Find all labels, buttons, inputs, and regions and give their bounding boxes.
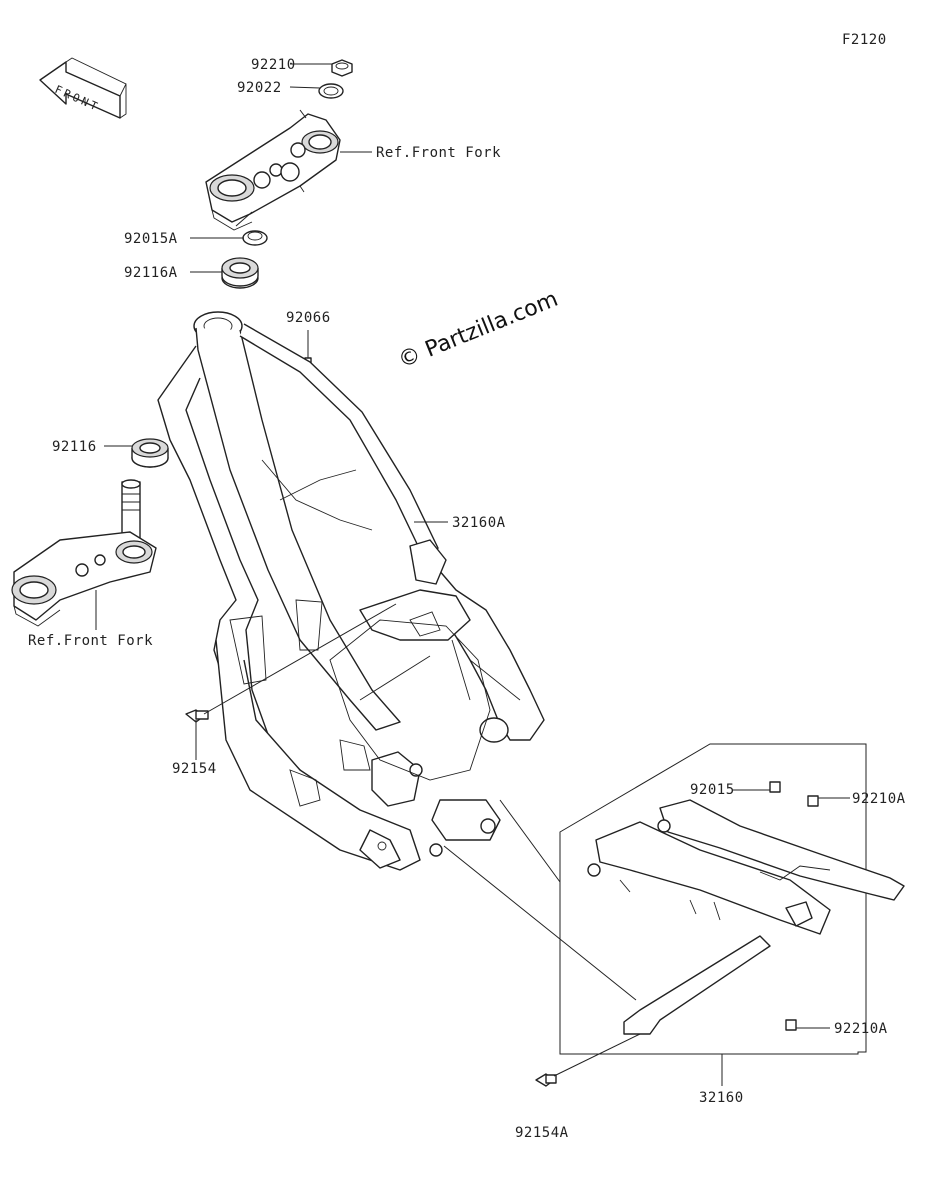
- lower-fork-bracket-part: [11, 479, 157, 627]
- label-92015A: 92015A: [124, 231, 178, 247]
- front-arrow-icon: FRONT: [39, 57, 127, 119]
- bolt-92210A-bottom-part: [785, 1019, 797, 1031]
- label-92210: 92210: [251, 57, 296, 73]
- label-ref-front-fork-top: Ref.Front Fork: [376, 145, 501, 161]
- upper-fork-bracket-part: [205, 113, 341, 231]
- washer-92022-part: [318, 83, 344, 99]
- bearing-92116-part: [131, 438, 169, 468]
- bearing-92116A-part: [221, 257, 259, 289]
- label-92210A-top: 92210A: [852, 791, 906, 807]
- label-92116: 92116: [52, 439, 97, 455]
- diagram-id-label: F2120: [842, 32, 887, 48]
- label-92022: 92022: [237, 80, 282, 96]
- bolt-92154-part: [185, 709, 209, 723]
- label-92154A: 92154A: [515, 1125, 569, 1141]
- label-92066: 92066: [286, 310, 331, 326]
- nut-92210-part: [331, 59, 353, 77]
- main-frame-32160A-part: [157, 311, 545, 871]
- subframe-32160-part: [587, 799, 905, 1035]
- watermark: © Partzilla.com: [395, 287, 562, 374]
- label-92015: 92015: [690, 782, 735, 798]
- label-92154: 92154: [172, 761, 217, 777]
- bolt-92015-part: [769, 781, 781, 793]
- label-92116A: 92116A: [124, 265, 178, 281]
- bolt-92154A-part: [535, 1073, 557, 1087]
- bolt-92210A-top-part: [807, 795, 819, 807]
- label-92210A-bottom: 92210A: [834, 1021, 888, 1037]
- leader-lines: [95, 63, 850, 1086]
- subframe-group-outline: [559, 743, 867, 1055]
- label-32160: 32160: [699, 1090, 744, 1106]
- label-ref-front-fork-left: Ref.Front Fork: [28, 633, 153, 649]
- label-32160A: 32160A: [452, 515, 506, 531]
- locknut-92015A-part: [242, 230, 268, 246]
